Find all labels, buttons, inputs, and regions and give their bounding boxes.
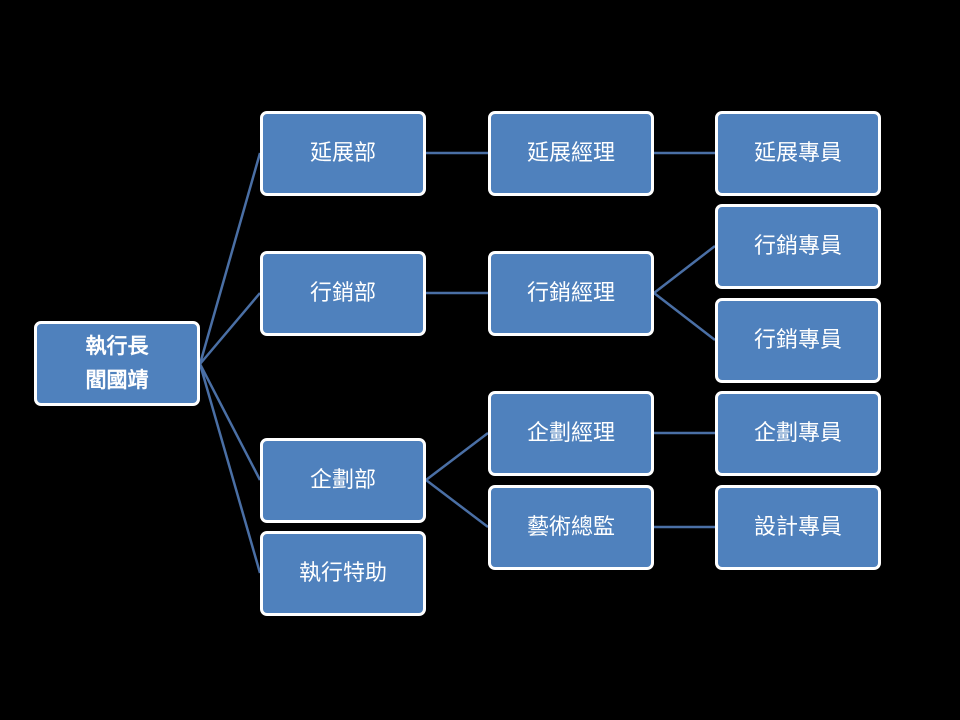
extension-dept-label: 延展部 [309, 141, 376, 166]
marketing-manager-label: 行銷經理 [526, 281, 615, 306]
node-ceo: 執行長 閻國靖 [34, 321, 200, 406]
ceo-name: 閻國靖 [85, 367, 149, 392]
extension-specialist-label: 延展專員 [753, 141, 842, 166]
node-design-specialist: 設計專員 [715, 485, 881, 570]
connector-marketing-specialist-2 [653, 292, 716, 341]
connector-root-marketing [199, 292, 261, 365]
executive-assistant-label: 執行特助 [298, 561, 387, 586]
marketing-specialist-2-label: 行銷專員 [753, 328, 842, 353]
connector-planning-manager [425, 432, 489, 481]
planning-specialist-label: 企劃專員 [753, 421, 842, 446]
node-planning-manager: 企劃經理 [488, 391, 654, 476]
node-extension-specialist: 延展專員 [715, 111, 881, 196]
connector-marketing-specialist-1 [653, 245, 716, 294]
node-executive-assistant: 執行特助 [260, 531, 426, 616]
node-planning-specialist: 企劃專員 [715, 391, 881, 476]
node-planning-dept: 企劃部 [260, 438, 426, 523]
connector-root-extension [198, 152, 262, 365]
node-art-director: 藝術總監 [488, 485, 654, 570]
planning-manager-label: 企劃經理 [526, 421, 615, 446]
connector-root-planning [198, 363, 262, 481]
extension-manager-label: 延展經理 [526, 141, 615, 166]
node-marketing-manager: 行銷經理 [488, 251, 654, 336]
planning-dept-label: 企劃部 [309, 468, 376, 493]
connector-root-assistant [198, 363, 262, 574]
ceo-title: 執行長 [85, 333, 149, 358]
marketing-specialist-1-label: 行銷專員 [753, 234, 842, 259]
node-marketing-specialist-1: 行銷專員 [715, 204, 881, 289]
node-marketing-dept: 行銷部 [260, 251, 426, 336]
node-extension-dept: 延展部 [260, 111, 426, 196]
node-extension-manager: 延展經理 [488, 111, 654, 196]
marketing-dept-label: 行銷部 [309, 281, 376, 306]
connector-planning-artdirector [425, 479, 489, 528]
design-specialist-label: 設計專員 [753, 515, 842, 540]
node-marketing-specialist-2: 行銷專員 [715, 298, 881, 383]
art-director-label: 藝術總監 [526, 515, 615, 540]
